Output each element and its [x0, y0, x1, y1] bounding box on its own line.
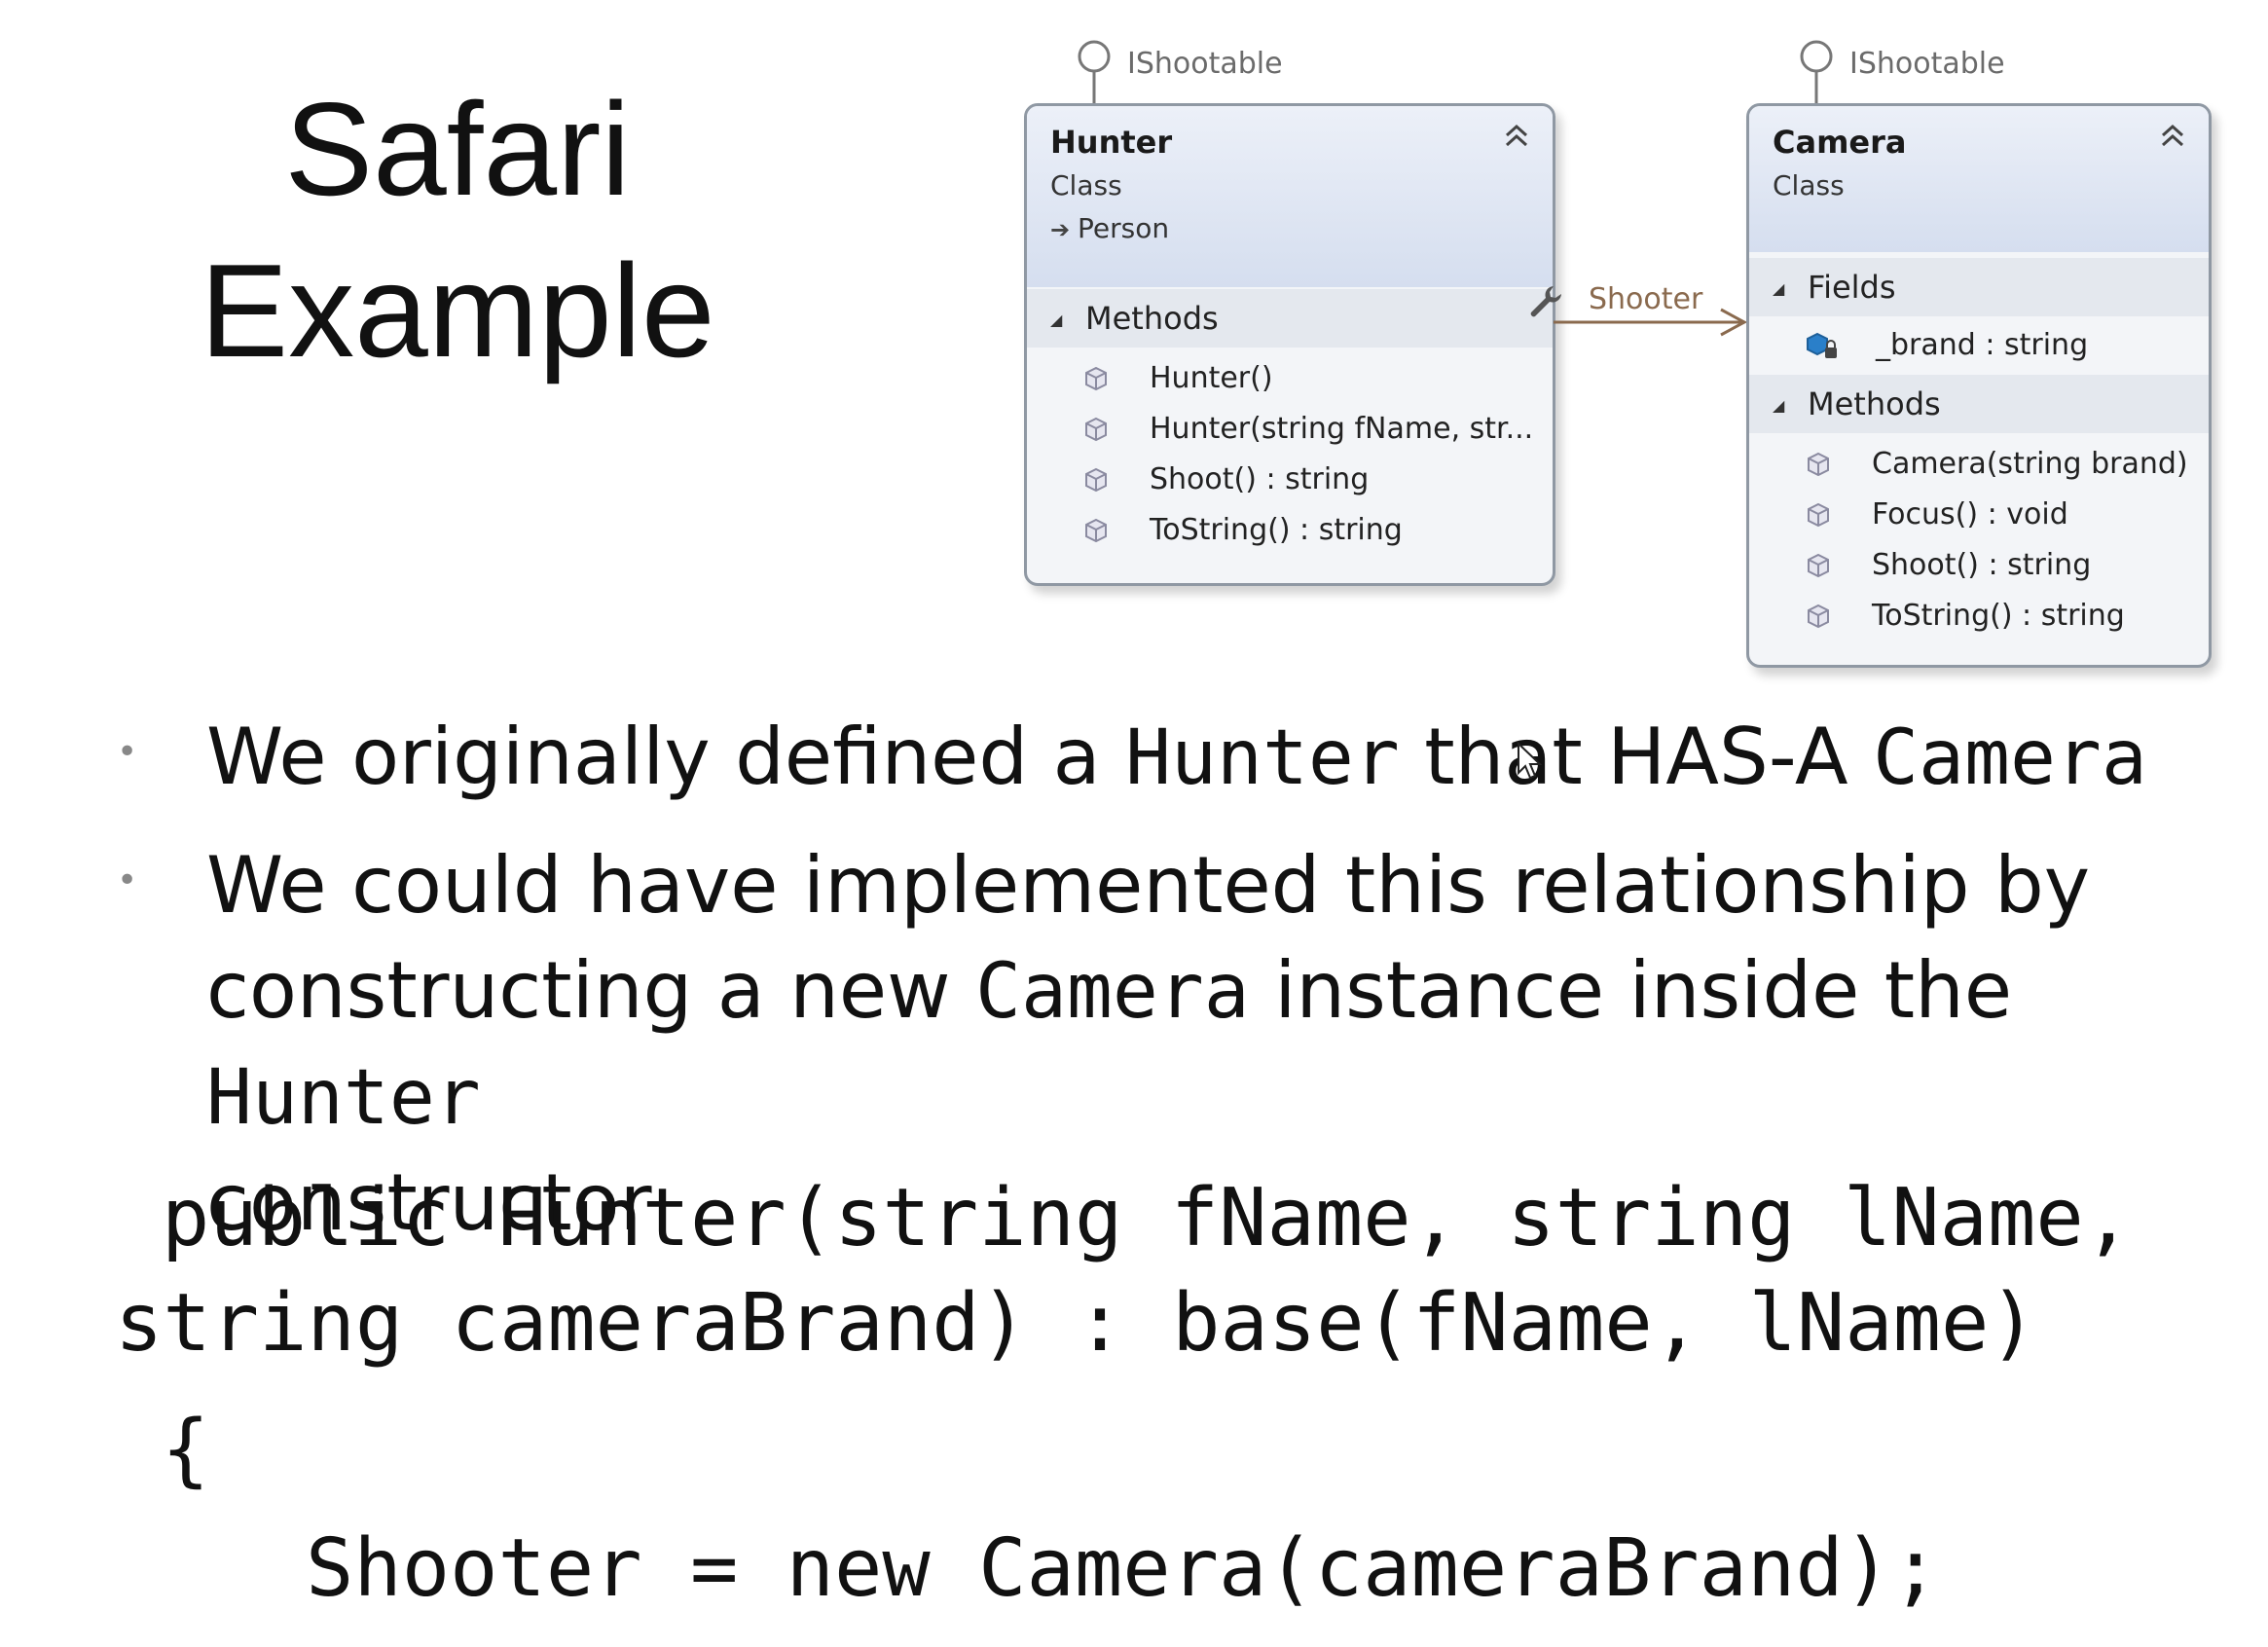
bullet-2-line2: constructing a new Camera instance insid… [206, 938, 2212, 1151]
hunter-method-row[interactable]: Hunter() [1027, 353, 1553, 404]
hunter-method-row[interactable]: Hunter(string fName, str... [1027, 404, 1553, 455]
hunter-method-label: Shoot() : string [1150, 462, 1370, 496]
bullet-2-code-camera: Camera [975, 948, 1250, 1036]
hunter-base-class: ➔ Person [1050, 207, 1529, 251]
bullet-dot: • [117, 732, 138, 772]
hunter-class-box[interactable]: Hunter Class ➔ Person ◢ Methods Hunter() H… [1024, 103, 1555, 586]
method-cube-icon [1085, 467, 1107, 493]
hunter-method-label: ToString() : string [1150, 513, 1403, 547]
camera-method-label: Camera(string brand) [1872, 447, 2188, 481]
camera-interface-lollipop-icon [1800, 40, 1833, 105]
section-expand-triangle-icon[interactable]: ◢ [1050, 311, 1063, 329]
method-cube-icon [1808, 553, 1829, 578]
bullet-2-segment: instance inside the [1249, 945, 2013, 1036]
bullet-2-segment: constructing a new [206, 945, 975, 1036]
hunter-method-row[interactable]: ToString() : string [1027, 505, 1553, 556]
bullet-1-segment: We originally defined a [206, 712, 1126, 802]
hunter-methods-label: Methods [1085, 300, 1219, 337]
association-arrow[interactable] [1554, 308, 1748, 337]
bullet-1-code-camera: Camera [1873, 714, 2147, 802]
method-cube-icon [1085, 366, 1107, 391]
camera-methods-label: Methods [1808, 385, 1941, 422]
private-field-icon [1807, 332, 1837, 358]
bullet-text-1: We originally defined a Hunter that HAS-… [206, 705, 2212, 811]
camera-method-label: ToString() : string [1872, 599, 2125, 633]
hunter-method-label: Hunter(string fName, str... [1150, 412, 1534, 446]
hunter-base-class-name: Person [1078, 212, 1170, 244]
camera-class-header[interactable]: Camera Class [1749, 106, 2209, 252]
camera-method-row[interactable]: Focus() : void [1749, 490, 2209, 540]
collapse-chevron-icon[interactable] [1500, 120, 1533, 153]
camera-method-row[interactable]: Shoot() : string [1749, 540, 2209, 591]
hunter-class-header[interactable]: Hunter Class ➔ Person [1027, 106, 1553, 287]
camera-field-row[interactable]: _brand : string [1749, 316, 2209, 375]
section-expand-triangle-icon[interactable]: ◢ [1773, 396, 1785, 415]
hunter-methods-section-header[interactable]: ◢ Methods [1027, 289, 1553, 348]
slide-title: Safari Example [156, 68, 759, 391]
hunter-method-label: Hunter() [1150, 361, 1273, 395]
hunter-class-kind: Class [1050, 169, 1122, 201]
camera-fields-section-header[interactable]: ◢ Fields [1749, 258, 2209, 316]
hunter-method-row[interactable]: Shoot() : string [1027, 455, 1553, 505]
bullet-2-line3: constructor [206, 1157, 652, 1248]
hunter-interface-lollipop-icon [1078, 40, 1111, 105]
hunter-class-name: Hunter [1050, 124, 1173, 161]
code-line-1: public Hunter(string fName, string lName… [162, 1172, 2133, 1264]
camera-interface-label: IShootable [1849, 47, 2005, 81]
slide-title-line1: Safari [284, 75, 631, 223]
method-cube-icon [1085, 518, 1107, 543]
bullet-2-code-hunter: Hunter [206, 1054, 481, 1142]
camera-method-label: Focus() : void [1872, 497, 2068, 531]
bullet-text-2: We could have implemented this relations… [206, 833, 2212, 1256]
code-line-4: Shooter = new Camera(cameraBrand); [306, 1522, 1940, 1615]
camera-methods-section-header[interactable]: ◢ Methods [1749, 375, 2209, 433]
inheritance-arrow-icon: ➔ [1050, 216, 1071, 243]
section-expand-triangle-icon[interactable]: ◢ [1773, 279, 1785, 298]
camera-method-row[interactable]: ToString() : string [1749, 591, 2209, 641]
camera-class-box[interactable]: Camera Class ◢ Fields _brand : string ◢ Me… [1746, 103, 2212, 668]
method-cube-icon [1808, 452, 1829, 477]
camera-class-name: Camera [1773, 124, 1907, 161]
slide-title-line2: Example [200, 237, 715, 384]
camera-class-kind: Class [1773, 169, 1845, 201]
code-line-3: { [162, 1404, 210, 1496]
camera-fields-label: Fields [1808, 269, 1896, 306]
code-line-2: string cameraBrand) : base(fName, lName) [115, 1277, 2037, 1370]
camera-field-label: _brand : string [1876, 328, 2089, 362]
hunter-interface-label: IShootable [1127, 47, 1283, 81]
mouse-cursor-icon [1518, 742, 1542, 780]
camera-method-row[interactable]: Camera(string brand) [1749, 439, 2209, 490]
method-cube-icon [1808, 604, 1829, 629]
wrench-icon [1530, 286, 1561, 317]
bullet-1-segment: that HAS-A [1399, 712, 1874, 802]
method-cube-icon [1085, 417, 1107, 442]
bullet-2-line1: We could have implemented this relations… [206, 840, 2091, 931]
association-label: Shooter [1589, 282, 1703, 316]
bullet-dot: • [117, 860, 138, 900]
bullet-1-code-hunter: Hunter [1125, 714, 1400, 802]
camera-method-label: Shoot() : string [1872, 548, 2092, 582]
method-cube-icon [1808, 502, 1829, 528]
collapse-chevron-icon[interactable] [2156, 120, 2189, 153]
